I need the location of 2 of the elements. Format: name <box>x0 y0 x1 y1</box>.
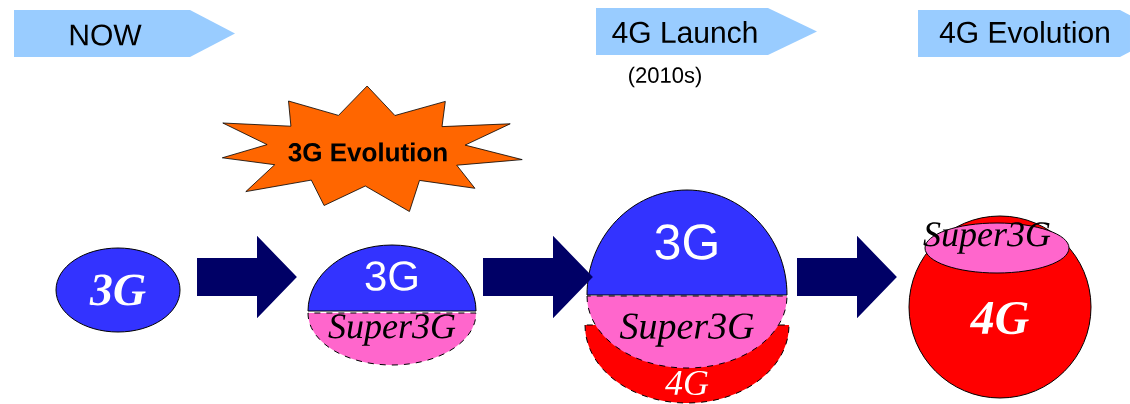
caption-text: (2010s) <box>629 66 701 88</box>
starburst: 3G Evolution <box>221 85 523 212</box>
